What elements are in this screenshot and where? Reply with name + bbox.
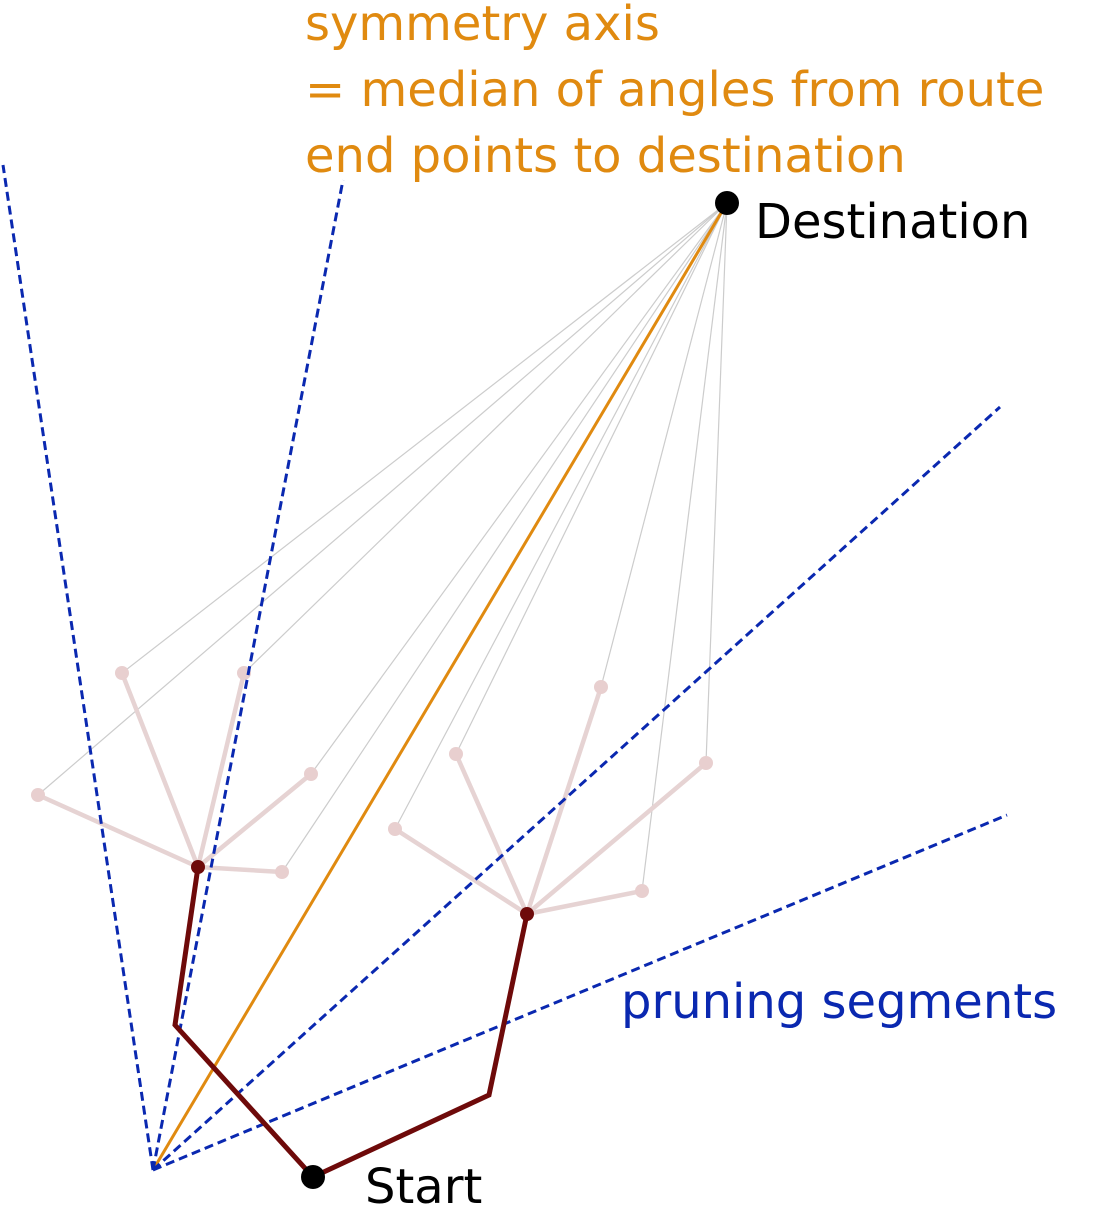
sight-line (121, 202, 728, 674)
candidate-end-point (388, 822, 402, 836)
candidate-branch (453, 751, 530, 917)
pruning-segments-label: pruning segments (621, 974, 1057, 1030)
pruning-segment (151, 179, 345, 1171)
route-end-point (520, 907, 534, 921)
start-label: Start (365, 1159, 482, 1205)
sight-line (455, 202, 728, 755)
sight-line (641, 202, 728, 892)
symmetry-axis-line (151, 202, 729, 1171)
candidate-branch (119, 670, 201, 870)
route-end-point (191, 860, 205, 874)
sight-lines (37, 202, 728, 892)
sight-line (37, 202, 728, 796)
candidate-end-point (449, 747, 463, 761)
pruning-segment (151, 405, 1002, 1172)
candidate-end-point (115, 666, 129, 680)
candidate-end-point (635, 884, 649, 898)
route-left (172, 866, 315, 1179)
sight-line (310, 202, 728, 775)
candidate-end-point (237, 666, 251, 680)
candidate-branch (195, 864, 285, 875)
candidate-branch (392, 826, 530, 917)
candidate-end-point (699, 756, 713, 770)
candidate-branches (35, 670, 709, 917)
candidate-end-point (594, 680, 608, 694)
pruning-segments (1, 164, 1008, 1172)
start-marker (301, 1165, 325, 1189)
candidate-end-point (304, 767, 318, 781)
destination-label: Destination (755, 194, 1030, 250)
candidate-end-point (275, 865, 289, 879)
candidate-branch (524, 760, 709, 917)
route-right (311, 913, 530, 1180)
candidate-end-points (31, 666, 713, 898)
candidate-branch (524, 888, 645, 917)
sight-line (281, 202, 728, 873)
sight-line (600, 202, 728, 688)
candidate-branch (35, 792, 201, 870)
symmetry-axis-label-line3: end points to destination (305, 128, 906, 184)
symmetry-axis-label-line1: symmetry axis (305, 0, 660, 52)
destination-marker (715, 191, 739, 215)
candidate-branch (195, 771, 314, 870)
pruning-segment (1, 164, 155, 1171)
candidate-end-point (31, 788, 45, 802)
pruning-segment (152, 813, 1008, 1172)
symmetry-axis-label-line2: = median of angles from route (305, 62, 1044, 118)
routes (172, 866, 530, 1180)
sight-line (394, 202, 728, 830)
sight-line (243, 202, 728, 674)
candidate-branch (195, 670, 247, 870)
